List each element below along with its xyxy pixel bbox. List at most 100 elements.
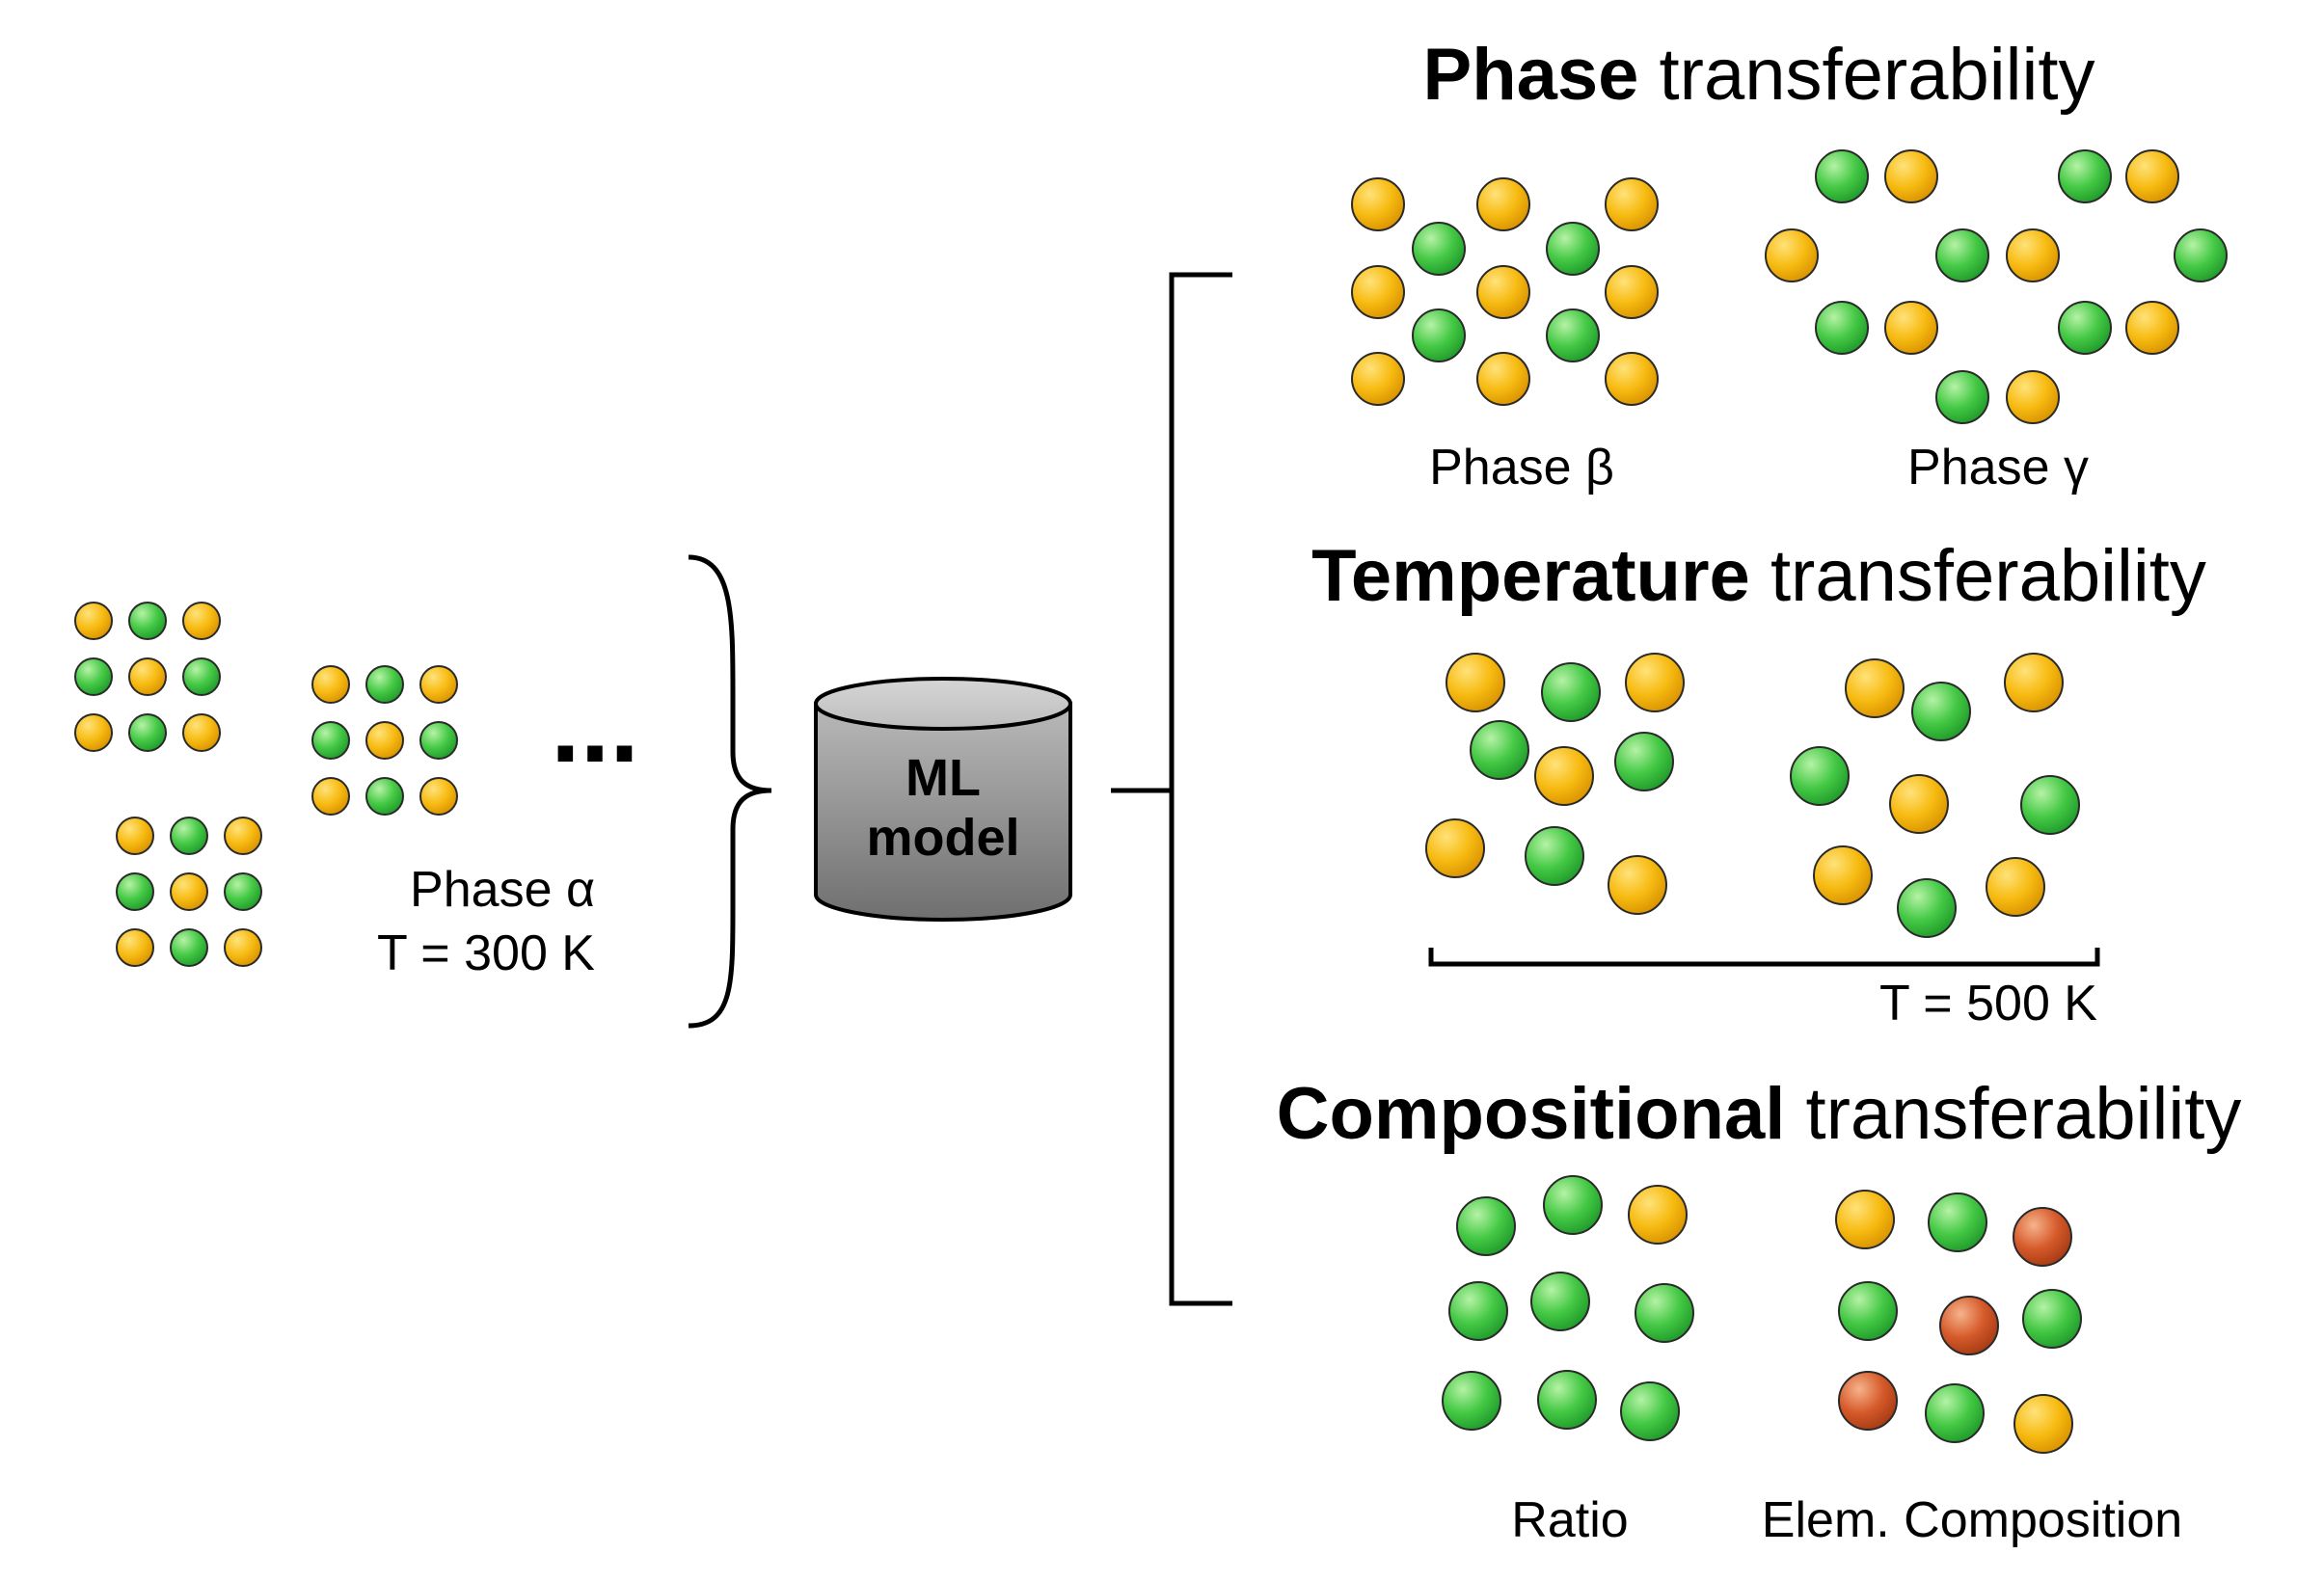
green-atom	[1897, 878, 1957, 938]
yellow-atom	[1845, 658, 1905, 718]
yellow-atom	[419, 777, 458, 816]
phase-heading: Phase transferability	[1423, 34, 2095, 116]
green-atom	[419, 721, 458, 760]
green-atom	[224, 872, 262, 911]
yellow-atom	[1986, 857, 2045, 917]
green-atom	[365, 665, 404, 704]
yellow-atom	[1476, 352, 1530, 406]
green-atom	[2174, 228, 2228, 282]
green-atom	[1546, 222, 1600, 276]
green-atom	[1614, 732, 1674, 791]
green-atom	[2058, 301, 2112, 355]
green-atom	[170, 928, 208, 967]
green-atom	[1815, 149, 1869, 203]
yellow-atom	[311, 777, 350, 816]
training-cluster-3	[116, 817, 262, 967]
yellow-atom	[2006, 228, 2060, 282]
green-atom	[1790, 746, 1850, 806]
ellipsis: ...	[551, 666, 639, 785]
yellow-atom	[1605, 265, 1659, 319]
green-atom	[128, 602, 167, 640]
green-atom	[1537, 1370, 1597, 1430]
yellow-atom	[182, 713, 221, 752]
green-atom	[365, 777, 404, 816]
yellow-atom	[224, 817, 262, 855]
green-atom	[1815, 301, 1869, 355]
training-cluster-2	[311, 665, 458, 816]
green-atom	[1412, 308, 1466, 362]
yellow-atom	[1625, 653, 1685, 712]
yellow-atom	[1534, 746, 1594, 806]
yellow-atom	[1608, 855, 1667, 915]
green-atom	[1456, 1196, 1516, 1256]
green-atom	[170, 817, 208, 855]
phase-gamma-label: Phase γ	[1907, 440, 2089, 496]
green-atom	[74, 657, 113, 696]
yellow-atom	[2013, 1394, 2073, 1454]
phase-beta-label: Phase β	[1429, 440, 1614, 496]
cylinder-body	[814, 702, 1072, 922]
training-temperature-label: T = 300 K	[377, 925, 595, 981]
green-atom	[1525, 826, 1584, 886]
cylinder-top	[814, 677, 1072, 731]
yellow-atom	[1628, 1185, 1688, 1245]
elem-composition-label: Elem. Composition	[1762, 1492, 2182, 1548]
elem-composition-structure	[1835, 1190, 2082, 1454]
model-label-line1: ML	[905, 749, 981, 807]
yellow-atom	[116, 928, 154, 967]
yellow-atom	[1351, 265, 1405, 319]
yellow-atom	[74, 602, 113, 640]
yellow-atom	[1765, 228, 1819, 282]
model-label-line2: model	[866, 809, 1019, 867]
temperature-structure-1	[1425, 653, 1685, 915]
yellow-atom	[2006, 370, 2060, 424]
phase-beta-structure	[1351, 177, 1659, 406]
yellow-atom	[1351, 352, 1405, 406]
green-atom	[1935, 370, 1989, 424]
yellow-atom	[2125, 149, 2179, 203]
green-atom	[1470, 720, 1529, 780]
yellow-atom	[1446, 653, 1505, 712]
yellow-atom	[1605, 177, 1659, 231]
yellow-atom	[116, 817, 154, 855]
yellow-atom	[365, 721, 404, 760]
ratio-structure	[1442, 1175, 1694, 1441]
green-atom	[1635, 1283, 1694, 1343]
yellow-atom	[419, 665, 458, 704]
green-atom	[1620, 1381, 1680, 1441]
yellow-atom	[1813, 845, 1873, 905]
yellow-atom	[1351, 177, 1405, 231]
green-atom	[1530, 1272, 1590, 1331]
green-atom	[311, 721, 350, 760]
yellow-atom	[2004, 653, 2064, 712]
green-atom	[1541, 662, 1601, 722]
training-cluster-1	[74, 602, 221, 752]
green-atom	[182, 657, 221, 696]
yellow-atom	[128, 657, 167, 696]
green-atom	[116, 872, 154, 911]
ratio-label: Ratio	[1511, 1492, 1628, 1548]
curly-brace	[688, 554, 772, 1029]
output-bracket	[1169, 272, 1232, 1306]
green-atom	[1935, 228, 1989, 282]
green-atom	[1442, 1371, 1501, 1431]
green-atom	[2020, 775, 2080, 835]
yellow-atom	[1835, 1190, 1895, 1249]
green-atom	[1928, 1192, 1987, 1252]
green-atom	[1546, 308, 1600, 362]
yellow-atom	[74, 713, 113, 752]
yellow-atom	[182, 602, 221, 640]
yellow-atom	[170, 872, 208, 911]
temperature-bracket	[1428, 948, 2100, 967]
yellow-atom	[1605, 352, 1659, 406]
training-phase-label: Phase α	[410, 862, 595, 918]
phase-gamma-structure	[1765, 149, 2228, 424]
temperature-heading: Temperature transferability	[1311, 535, 2206, 617]
yellow-atom	[1889, 774, 1949, 834]
green-atom	[1911, 682, 1971, 741]
green-atom	[1838, 1281, 1898, 1341]
green-atom	[128, 713, 167, 752]
temperature-label: T = 500 K	[1879, 976, 2097, 1032]
yellow-atom	[311, 665, 350, 704]
